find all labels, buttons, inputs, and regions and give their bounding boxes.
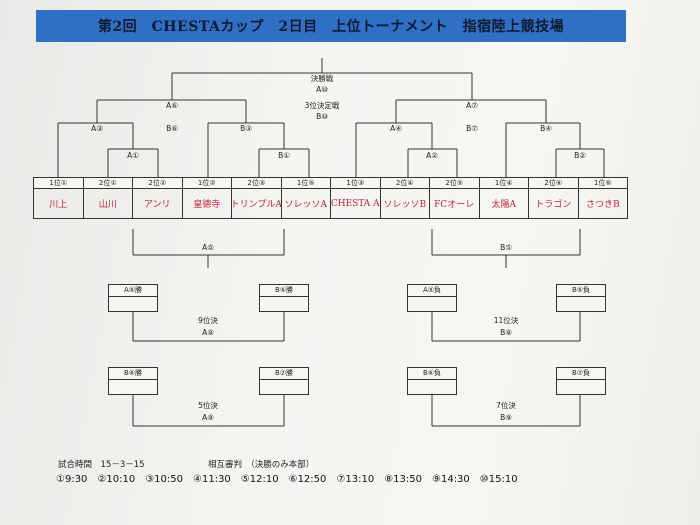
final-match-label: A⑩ (316, 85, 328, 94)
team-row: 川上 山川 アンリ 皇德寺 トリンプルA ソレッソA CHESTA A ソレッソ… (33, 189, 628, 219)
placement-box: B⑤勝 (259, 284, 309, 312)
time-slot: ⑩15:10 (479, 474, 518, 485)
box-label: B⑤勝 (260, 285, 308, 297)
schedule-times: ①9:30 ②10:10 ③10:50 ④11:30 ⑤12:10 ⑥12:50… (56, 474, 518, 485)
left-quarter-3-label: B③ (240, 124, 252, 133)
match-time-note: 試合時間 15－3－15 (58, 460, 145, 470)
right-quarter-3-label: B④ (540, 124, 552, 133)
time-slot: ⑦13:10 (336, 474, 375, 485)
box-label: B⑤負 (557, 285, 605, 297)
box-label: A⑤勝 (109, 285, 157, 297)
seed-cell: 1位④ (480, 178, 529, 188)
placement-box: B⑥負 (407, 367, 457, 395)
seed-cell: 2位① (84, 178, 133, 188)
ninth-match-label: A⑧ (202, 328, 214, 337)
team-name: 太陽A (480, 189, 529, 218)
seed-cell: 1位⑥ (593, 179, 612, 187)
right-round-2-label: B② (574, 151, 586, 160)
fifth-match-label: A⑨ (202, 413, 214, 422)
referee-note: 相互審判 （決勝のみ本部） (208, 460, 315, 470)
seed-cell: 2位② (133, 178, 183, 188)
seed-row: 1位① 2位① 2位② 1位② 2位③ 1位⑤ 1位③ 2位④ 2位⑤ 1位④ … (33, 177, 628, 189)
seventh-place-label: 7位決 (496, 401, 516, 410)
team-name: さつきB (585, 200, 620, 210)
final-label: 決勝戦 (310, 74, 334, 83)
time-slot: ③10:50 (145, 474, 184, 485)
consolation-left-label: A⑤ (202, 243, 214, 252)
seed-cell: 2位③ (232, 178, 282, 188)
left-round-1-label: A① (127, 151, 139, 160)
seventh-match-label: B⑨ (500, 413, 512, 422)
box-label: B⑥負 (408, 368, 456, 380)
time-slot: ⑤12:10 (240, 474, 279, 485)
placement-box: A⑤勝 (108, 284, 158, 312)
time-slot: ⑧13:50 (384, 474, 422, 485)
team-name: CHESTA A (331, 189, 381, 218)
title-bar: 第2回 CHESTAカップ 2日目 上位トーナメント 指宿陸上競技場 (36, 10, 626, 42)
right-quarter-1-label: A④ (390, 124, 402, 133)
team-name: ソレッソB (381, 189, 430, 218)
left-round-2-label: B① (278, 151, 290, 160)
seed-cell: 1位⑤ (282, 178, 331, 188)
placement-box: A⑤負 (407, 284, 457, 312)
team-name: 山川 (84, 189, 133, 218)
time-slot: ⑨14:30 (432, 474, 470, 485)
ninth-place-label: 9位決 (198, 316, 218, 325)
third-match-label: B⑩ (316, 112, 328, 121)
seed-cell: 1位③ (331, 178, 381, 188)
eleventh-place-label: 11位決 (493, 316, 519, 325)
left-quarter-2-label: B⑥ (166, 124, 178, 133)
placement-box: B⑤負 (556, 284, 606, 312)
placement-box: B⑦勝 (259, 367, 309, 395)
fifth-place-label: 5位決 (198, 401, 218, 410)
time-slot: ④11:30 (193, 474, 231, 485)
seed-cell: 2位⑤ (430, 178, 480, 188)
box-label: B⑦勝 (260, 368, 308, 380)
placement-box: B⑦負 (556, 367, 606, 395)
team-name: FCオーレ (430, 189, 480, 218)
team-name: 皇德寺 (183, 189, 232, 218)
right-quarter-2-label: B⑦ (466, 124, 478, 133)
seed-cell: 1位② (183, 178, 232, 188)
page-title: 第2回 CHESTAカップ 2日目 上位トーナメント 指宿陸上競技場 (97, 19, 565, 35)
left-semi-label: A⑥ (166, 101, 178, 110)
consolation-right-label: B⑤ (500, 243, 512, 252)
time-slot: ⑥12:50 (288, 474, 327, 485)
seed-cell: 2位⑥ (529, 178, 579, 188)
seed-cell: 2位④ (381, 178, 430, 188)
third-place-label: 3位決定戦 (304, 101, 340, 110)
right-round-1-label: A② (426, 151, 438, 160)
team-name: 川上 (34, 189, 84, 218)
box-label: B⑥勝 (109, 368, 157, 380)
team-name: ソレッソA (282, 189, 331, 218)
time-slot: ②10:10 (97, 474, 136, 485)
seed-cell: 1位① (34, 178, 84, 188)
box-label: A⑤負 (408, 285, 456, 297)
time-slot: ①9:30 (56, 474, 88, 485)
right-semi-label: A⑦ (466, 101, 478, 110)
box-label: B⑦負 (557, 368, 605, 380)
eleventh-match-label: B⑧ (500, 328, 512, 337)
placement-box: B⑥勝 (108, 367, 158, 395)
left-quarter-1-label: A③ (91, 124, 103, 133)
team-name: トラゴン (529, 189, 579, 218)
team-name: トリンプルA (232, 189, 282, 218)
team-name: アンリ (133, 189, 183, 218)
